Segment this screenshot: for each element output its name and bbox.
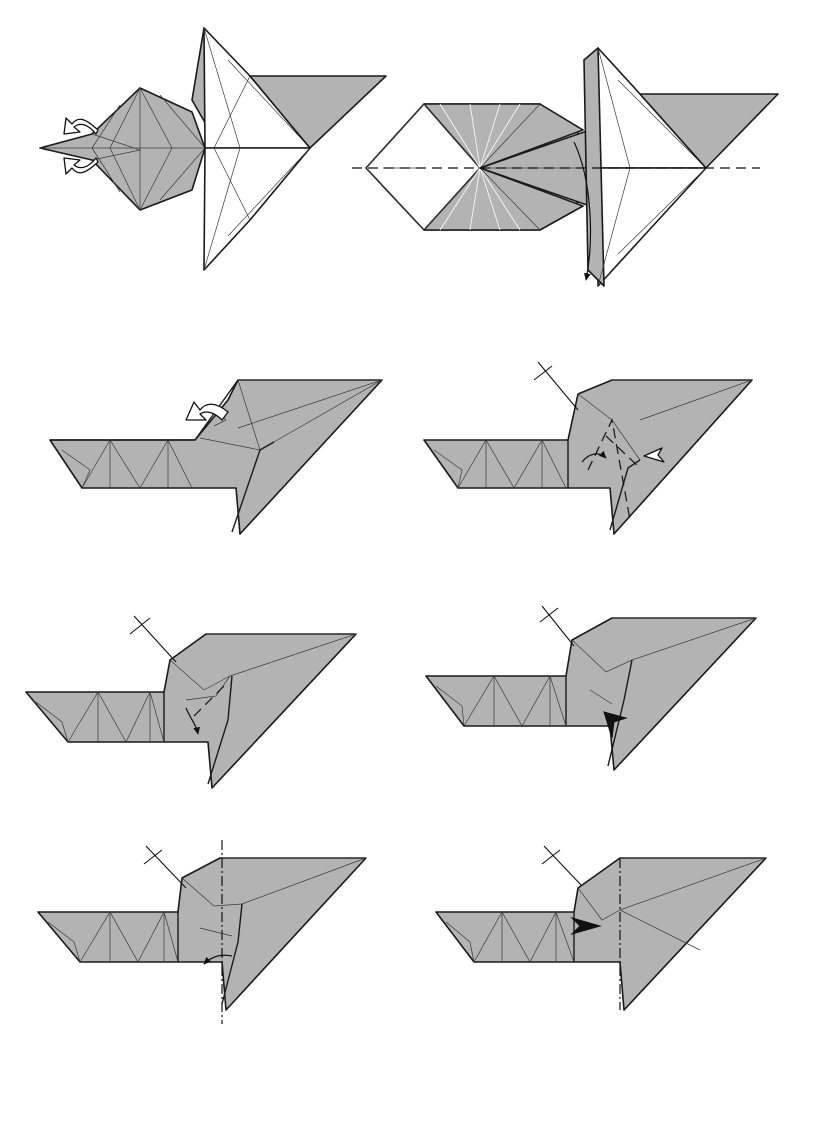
step-8-model [435,857,767,1011]
step-3-figure [49,379,383,535]
push-arrow-icon [643,447,665,463]
fold-arrow-icon [203,954,233,965]
rotation-line-mark [145,845,187,889]
valley-fold-line [193,683,227,717]
step-6-model [425,617,757,771]
step-1-right-triangle [249,75,387,149]
rotation-line-mark [541,605,575,647]
pull-out-arrow-icon [63,157,99,175]
step-5-model [25,633,357,789]
rotation-line-mark [133,615,177,663]
fold-arrow-icon [573,141,592,281]
step-7-model [37,857,367,1011]
fold-arrow-icon [185,707,200,735]
step-1-figure [39,27,387,271]
rotation-line-mark [537,361,579,411]
step-1-white-lower [203,147,311,271]
step-5-figure [25,615,357,789]
rotation-line-mark [543,845,583,887]
push-arrow-icon [570,916,602,936]
step-2-right-triangle [639,93,779,169]
step-6-figure [425,605,757,771]
step-7-figure [37,840,367,1024]
step-4-figure [423,361,753,535]
push-arrow-icon [603,711,628,739]
step-3-model [49,379,383,535]
step-2-figure [352,47,779,287]
pull-out-arrow-icon [63,117,99,135]
pull-out-arrow-icon [185,401,229,421]
step-1-head-section [39,87,206,211]
step-8-figure [435,845,767,1011]
